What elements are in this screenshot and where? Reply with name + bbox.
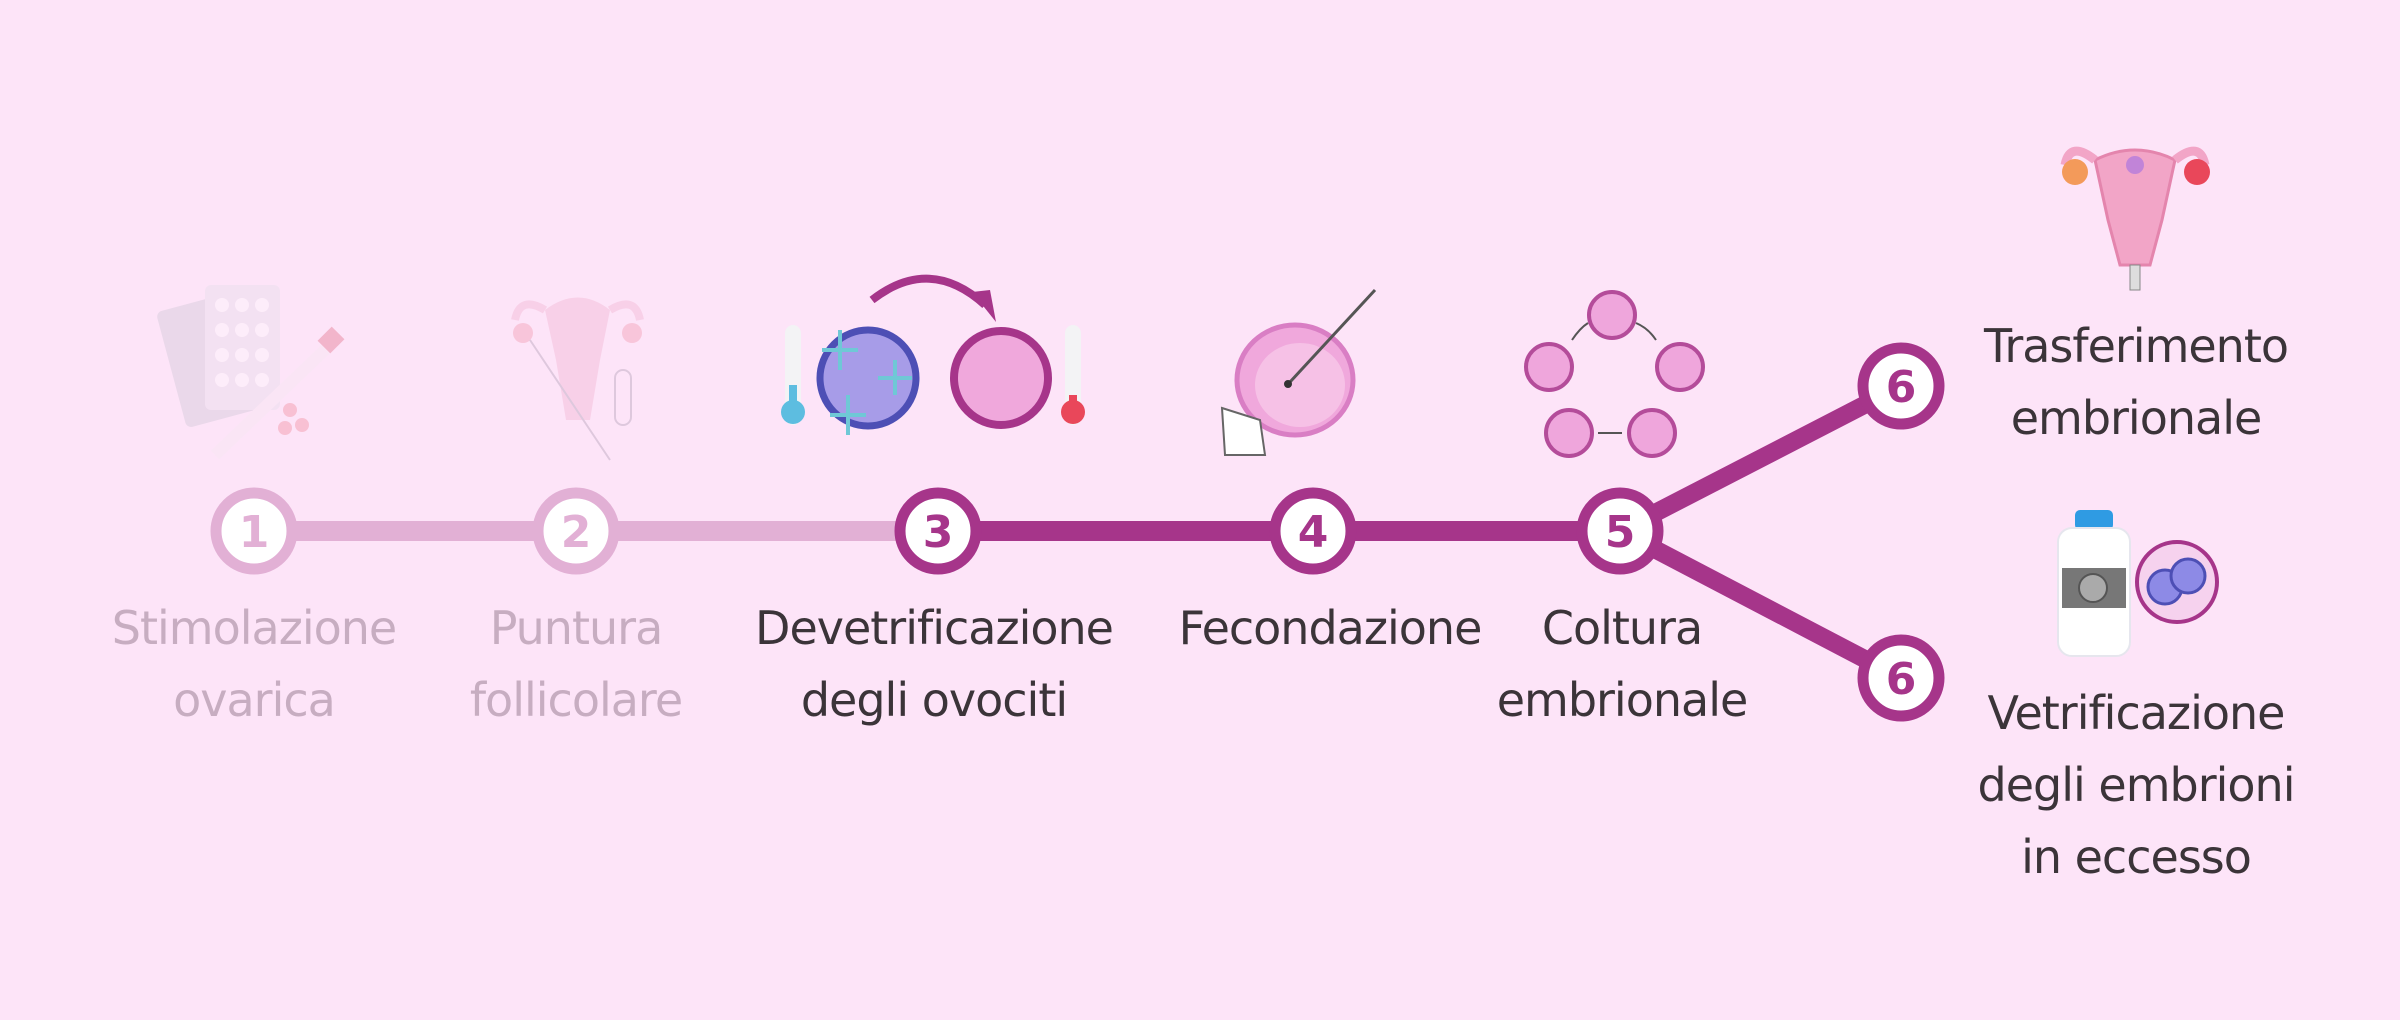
step-label-1: Stimolazione ovarica bbox=[111, 592, 397, 736]
step-label-6a-line-2: embrionale bbox=[2010, 391, 2263, 445]
step-label-6b-line-1: Vetrificazione bbox=[1987, 686, 2286, 740]
step-label-6b: Vetrificazione degli embrioni in eccesso bbox=[1977, 677, 2296, 893]
step-number-6b: 6 bbox=[1886, 654, 1917, 705]
step-label-5: Coltura embrionale bbox=[1496, 592, 1749, 736]
step-number-6a: 6 bbox=[1886, 362, 1917, 413]
connector-5-6b bbox=[1615, 523, 1906, 686]
step-node-3: 3 bbox=[894, 487, 982, 575]
step-label-3: Devetrificazione degli ovociti bbox=[755, 592, 1114, 736]
uterus-puncture-icon bbox=[511, 297, 644, 461]
oocyte-thaw-icon bbox=[781, 274, 1085, 435]
step-label-3-line-1: Devetrificazione bbox=[755, 601, 1114, 655]
step-label-2: Puntura follicolare bbox=[469, 592, 683, 736]
step-node-5: 5 bbox=[1576, 487, 1664, 575]
step-label-1-line-2: ovarica bbox=[173, 673, 336, 727]
step-label-1-line-1: Stimolazione bbox=[111, 601, 397, 655]
step-label-5-line-1: Coltura bbox=[1541, 601, 1703, 655]
step-node-2: 2 bbox=[532, 487, 620, 575]
connector-5-6a bbox=[1615, 378, 1906, 539]
step-label-5-line-2: embrionale bbox=[1496, 673, 1749, 727]
step-label-3-line-2: degli ovociti bbox=[800, 673, 1068, 727]
step-node-6b: 6 bbox=[1857, 634, 1945, 722]
step-node-1: 1 bbox=[210, 487, 298, 575]
embryo-transfer-uterus-icon bbox=[2060, 146, 2210, 291]
step-number-5: 5 bbox=[1605, 507, 1636, 558]
step-label-6a: Trasferimento embrionale bbox=[1983, 310, 2289, 454]
step-node-4: 4 bbox=[1269, 487, 1357, 575]
step-label-4-line-1: Fecondazione bbox=[1178, 601, 1483, 655]
step-label-6a-line-1: Trasferimento bbox=[1983, 319, 2289, 373]
step-number-4: 4 bbox=[1298, 507, 1329, 558]
step-number-1: 1 bbox=[239, 507, 270, 558]
step-label-2-line-2: follicolare bbox=[469, 673, 683, 727]
cryo-tank-embryo-icon bbox=[2057, 510, 2219, 657]
pills-syringe-icon bbox=[157, 285, 345, 460]
icsi-egg-icon bbox=[1220, 288, 1377, 456]
step-label-2-line-1: Puntura bbox=[489, 601, 664, 655]
embryo-culture-icon bbox=[1524, 290, 1705, 458]
step-node-6a: 6 bbox=[1857, 342, 1945, 430]
step-number-2: 2 bbox=[561, 507, 592, 558]
step-label-6b-line-2: degli embrioni bbox=[1977, 758, 2296, 812]
step-label-4: Fecondazione bbox=[1178, 592, 1483, 664]
step-number-3: 3 bbox=[923, 507, 954, 558]
step-label-6b-line-3: in eccesso bbox=[2021, 830, 2252, 884]
